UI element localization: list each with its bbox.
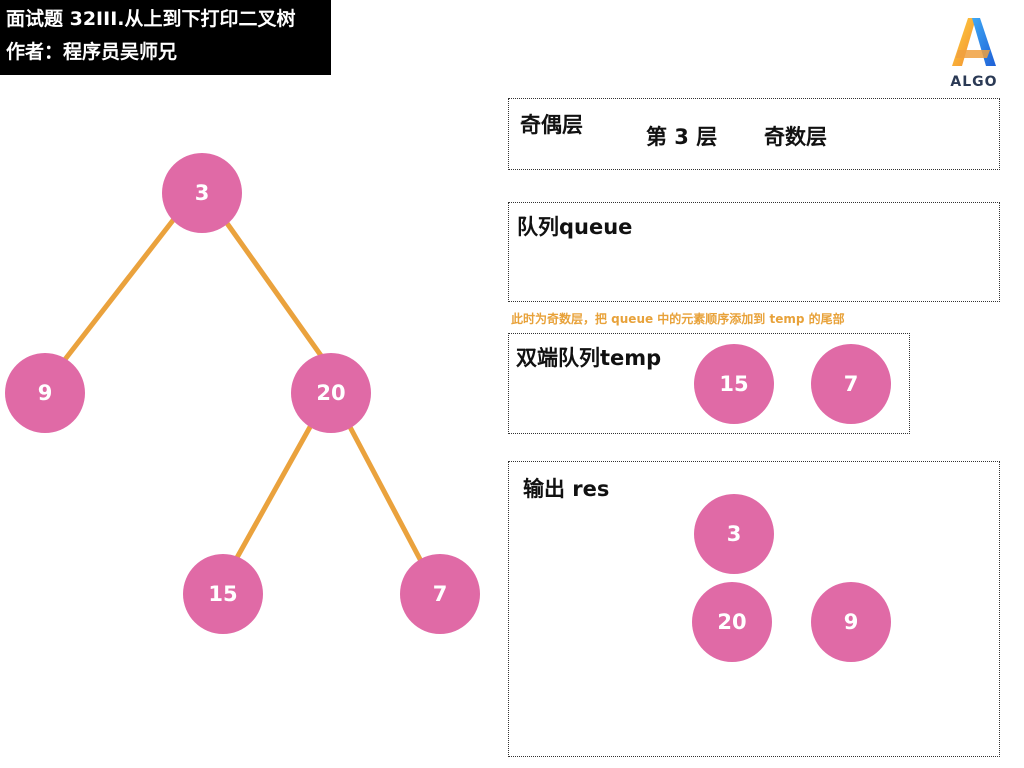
temp-node: 7 bbox=[811, 344, 891, 424]
slide-title: 面试题 32III.从上到下打印二叉树 bbox=[6, 8, 296, 30]
tree-node-right: 20 bbox=[291, 353, 371, 433]
parity-text: 奇数层 bbox=[764, 125, 827, 149]
queue-panel bbox=[508, 202, 1000, 302]
layer-panel-label: 奇偶层 bbox=[520, 113, 583, 137]
algo-logo-text: ALGO bbox=[950, 74, 998, 90]
tree-node-left: 9 bbox=[5, 353, 85, 433]
temp-node: 15 bbox=[694, 344, 774, 424]
edge-3-9 bbox=[60, 216, 177, 365]
title-block: 面试题 32III.从上到下打印二叉树 作者：程序员吴师兄 bbox=[0, 0, 331, 75]
step-note: 此时为奇数层，把 queue 中的元素顺序添加到 temp 的尾部 bbox=[511, 312, 845, 326]
author-line: 作者：程序员吴师兄 bbox=[6, 41, 178, 63]
queue-panel-label: 队列queue bbox=[517, 215, 633, 239]
level-text: 第 3 层 bbox=[646, 125, 718, 149]
res-node: 9 bbox=[811, 582, 891, 662]
algo-logo: ALGO bbox=[944, 12, 1004, 92]
algo-logo-icon bbox=[952, 18, 996, 66]
temp-panel-label: 双端队列temp bbox=[516, 346, 662, 370]
tree-edges bbox=[60, 216, 425, 566]
edge-20-7 bbox=[347, 424, 425, 566]
tree-node-right-left: 15 bbox=[183, 554, 263, 634]
res-panel bbox=[508, 461, 1000, 757]
layer-panel bbox=[508, 98, 1000, 170]
res-node: 3 bbox=[694, 494, 774, 574]
temp-panel bbox=[508, 333, 910, 434]
res-node: 20 bbox=[692, 582, 772, 662]
edge-3-20 bbox=[221, 216, 325, 360]
tree-node-right-right: 7 bbox=[400, 554, 480, 634]
edge-20-15 bbox=[231, 424, 313, 566]
tree-node-root: 3 bbox=[162, 153, 242, 233]
res-panel-label: 输出 res bbox=[523, 477, 610, 501]
